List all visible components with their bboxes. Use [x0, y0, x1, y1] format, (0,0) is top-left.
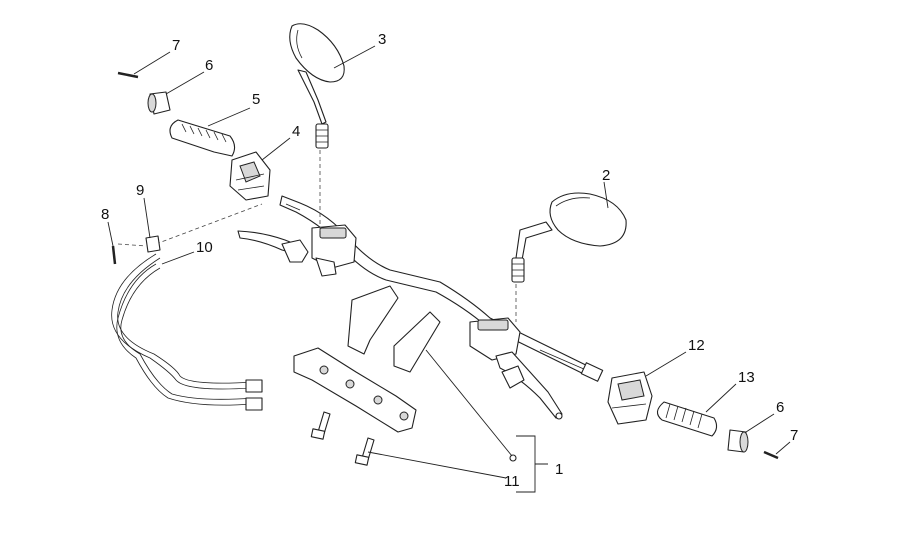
right-grip	[656, 401, 718, 437]
handlebar-risers	[347, 285, 441, 373]
lower-clamp-plate	[293, 347, 417, 433]
leader-lines	[107, 45, 791, 479]
callout-13: 13	[738, 369, 755, 386]
clamp-bolts	[310, 411, 375, 466]
callout-12: 12	[688, 337, 705, 354]
callout-9: 9	[136, 182, 144, 199]
bracket-screw	[111, 245, 117, 265]
right-lever	[495, 351, 563, 420]
callout-1: 1	[555, 461, 563, 478]
callout-5: 5	[252, 91, 260, 108]
right-end-screw	[763, 450, 779, 460]
left-mirror	[289, 23, 345, 232]
callout-10: 10	[196, 239, 213, 256]
right-mirror	[511, 192, 627, 322]
callout-11: 11	[504, 473, 520, 490]
callout-4: 4	[292, 123, 300, 140]
right-switch-housing	[607, 371, 653, 425]
callout-6-right: 6	[776, 399, 784, 416]
callout-8: 8	[101, 206, 109, 223]
callout-3: 3	[378, 31, 386, 48]
right-bar-end-weight	[727, 429, 749, 453]
callouts: 1 2 3 4 5 6 6 7 7 8 9 10 11 12 13	[101, 31, 798, 490]
left-grip	[169, 119, 236, 157]
group-bracket-1	[516, 435, 548, 493]
callout-2: 2	[602, 167, 610, 184]
left-lever	[237, 230, 309, 263]
callout-7-left: 7	[172, 37, 180, 54]
left-end-screw	[117, 71, 139, 79]
left-master-cylinder	[311, 224, 357, 277]
right-master-cylinder	[469, 317, 521, 361]
left-bar-end-weight	[147, 91, 171, 115]
callout-6-left: 6	[205, 57, 213, 74]
cable-bracket	[117, 235, 161, 253]
nut-part-11	[509, 454, 517, 462]
callout-7-right: 7	[790, 427, 798, 444]
left-switch-housing	[229, 151, 271, 201]
clutch-cables	[111, 203, 263, 411]
